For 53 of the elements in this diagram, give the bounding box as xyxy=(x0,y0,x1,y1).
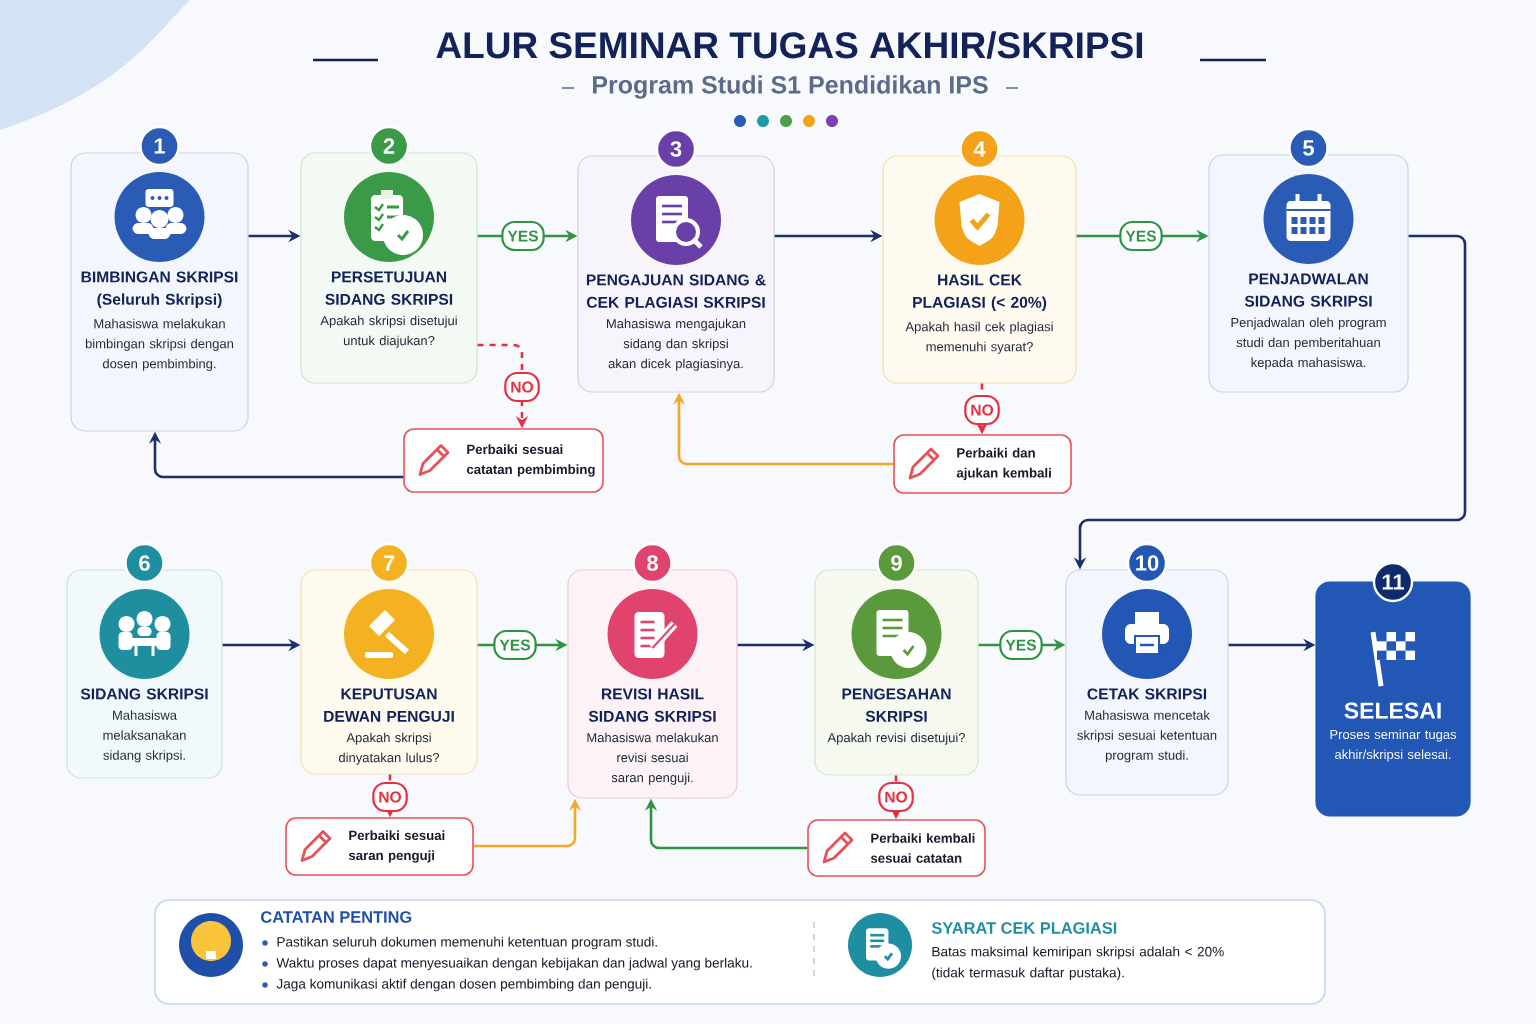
step-description: Mahasiswa melakukan revisi sesuai saran penguji. xyxy=(587,732,718,785)
step-title: PENGAJUAN SIDANG & CEK PLAGIASI SKRIPSI xyxy=(586,274,766,308)
edge-label: NO xyxy=(504,371,540,403)
subtitle: Program Studi S1 Pendidikan IPS xyxy=(593,75,988,99)
step-description: Apakah skripsi dinyatakan lulus? xyxy=(338,732,440,765)
step-title: SIDANG SKRIPSI xyxy=(80,688,208,700)
edge-label: YES xyxy=(493,629,537,661)
step-title: PENGESAHAN SKRIPSI xyxy=(842,688,951,722)
step-number: 6 xyxy=(124,542,165,584)
step-title: BIMBINGAN SKRIPSI (Seluruh Skripsi) xyxy=(81,271,238,308)
bullet-item: Pastikan seluruh dokumen memenuhi ketentuan program studi. xyxy=(262,936,657,950)
step-description: Mahasiswa mengajukan sidang dan skripsi akan dicek plagiasinya. xyxy=(607,318,746,371)
bullet-item: Jaga komunikasi aktif dengan dosen pembimbing dan penguji. xyxy=(262,978,651,992)
step-title: REVISI HASIL SIDANG SKRIPSI xyxy=(588,688,716,722)
step-description: Apakah revisi disetujui? xyxy=(827,732,965,745)
revision-text: Perbaiki dan ajukan kembali xyxy=(956,447,1051,481)
step-title: SELESAI xyxy=(1344,702,1441,719)
step-number: 10 xyxy=(1126,542,1168,584)
step-description: Proses seminar tugas akhir/skripsi selesai. xyxy=(1330,729,1457,762)
step-description: Mahasiswa melaksanakan sidang skripsi. xyxy=(103,710,186,763)
step-number: 11 xyxy=(1372,561,1414,603)
edge-label: NO xyxy=(372,781,408,813)
step-number: 8 xyxy=(632,542,673,584)
bullet-item: Waktu proses dapat menyesuaikan dengan kebijakan dan jadwal yang berlaku. xyxy=(262,957,752,971)
step-description: Penjadwalan oleh program studi dan pemberitahuan kepada mahasiswa. xyxy=(1231,317,1386,370)
step-title: HASIL CEK PLAGIASI (< 20%) xyxy=(913,274,1047,311)
step-title: PENJADWALAN SIDANG SKRIPSI xyxy=(1244,273,1372,307)
edge-label: YES xyxy=(501,220,545,252)
step-number: 2 xyxy=(368,125,410,167)
note-text: Batas maksimal kemiripan skripsi adalah < 20% (tidak termasuk daftar pustaka). xyxy=(932,946,1224,981)
step-description: Mahasiswa mencetak skripsi sesuai ketentuan program studi. xyxy=(1077,710,1217,763)
note-heading: SYARAT CEK PLAGIASI xyxy=(931,922,1117,934)
step-number: 5 xyxy=(1288,127,1329,169)
step-number: 7 xyxy=(368,542,410,584)
step-description: Apakah hasil cek plagiasi memenuhi syarat? xyxy=(905,321,1053,354)
edge-label: NO xyxy=(964,394,1000,426)
edge-label: YES xyxy=(999,629,1043,661)
step-title: PERSETUJUAN SIDANG SKRIPSI xyxy=(325,271,453,305)
revision-text: Perbaiki sesuai catatan pembimbing xyxy=(466,444,595,477)
step-number: 9 xyxy=(876,542,917,584)
step-number: 1 xyxy=(139,125,180,167)
step-description: Mahasiswa melakukan bimbingan skripsi dengan dosen pembimbing. xyxy=(85,318,234,371)
step-title: KEPUTUSAN DEWAN PENGUJI xyxy=(324,688,454,722)
title: ALUR SEMINAR TUGAS AKHIR/SKRIPSI xyxy=(436,31,1143,59)
step-description: Apakah skripsi disetujui untuk diajukan? xyxy=(320,315,457,348)
note-heading: CATATAN PENTING xyxy=(261,911,412,923)
edge-label: NO xyxy=(878,781,914,813)
revision-text: Perbaiki sesuai saran penguji xyxy=(348,830,445,863)
step-number: 4 xyxy=(959,128,1000,170)
edge-label: YES xyxy=(1119,220,1163,252)
step-number: 3 xyxy=(655,128,697,170)
step-title: CETAK SKRIPSI xyxy=(1087,688,1207,700)
revision-text: Perbaiki kembali sesuai catatan xyxy=(870,833,975,863)
